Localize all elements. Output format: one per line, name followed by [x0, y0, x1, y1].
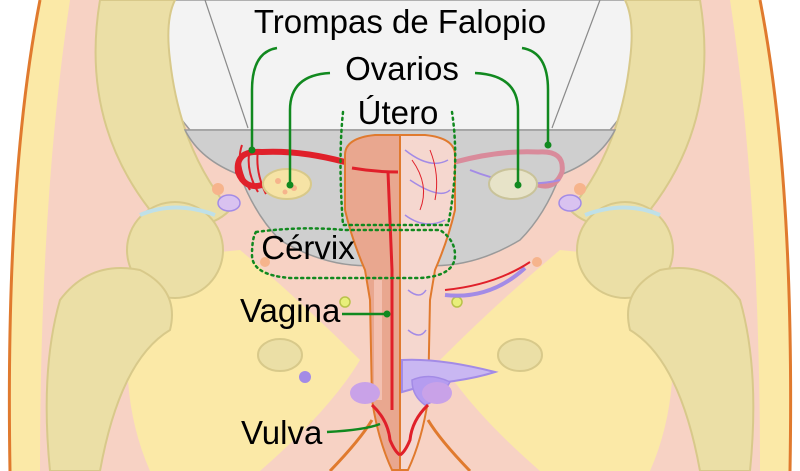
label-vagina: Vagina [240, 292, 341, 329]
cervix-dotted-outline [250, 227, 457, 280]
label-vulva: Vulva [241, 414, 323, 451]
label-fallopian-tubes: Trompas de Falopio [254, 3, 546, 40]
uterus-dotted-outline [339, 110, 457, 227]
upper-guide-lines [204, 0, 601, 129]
small-structures [212, 183, 586, 383]
label-uterus: Útero [358, 94, 439, 131]
leader-lines [250, 46, 550, 434]
label-ovaries: Ovarios [345, 50, 459, 87]
pelvic-bones [45, 0, 755, 471]
vulvar-structures [350, 358, 499, 457]
label-cervix: Cérvix [261, 229, 355, 266]
leader-endpoints [248, 141, 552, 318]
